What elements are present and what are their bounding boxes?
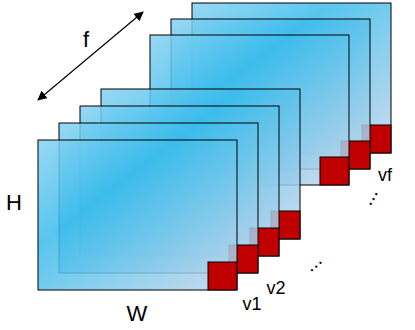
vector-label: v2 bbox=[266, 279, 285, 297]
frame bbox=[38, 140, 237, 290]
ellipsis: ... bbox=[355, 184, 381, 208]
ellipsis: ... bbox=[299, 249, 325, 275]
vector-label: vf bbox=[378, 166, 392, 184]
dimension-label: W bbox=[127, 303, 148, 325]
dimension-label: f bbox=[83, 29, 89, 51]
depth-arrow bbox=[38, 12, 143, 100]
vector-label: v1 bbox=[242, 295, 261, 313]
dimension-label: H bbox=[6, 192, 22, 214]
